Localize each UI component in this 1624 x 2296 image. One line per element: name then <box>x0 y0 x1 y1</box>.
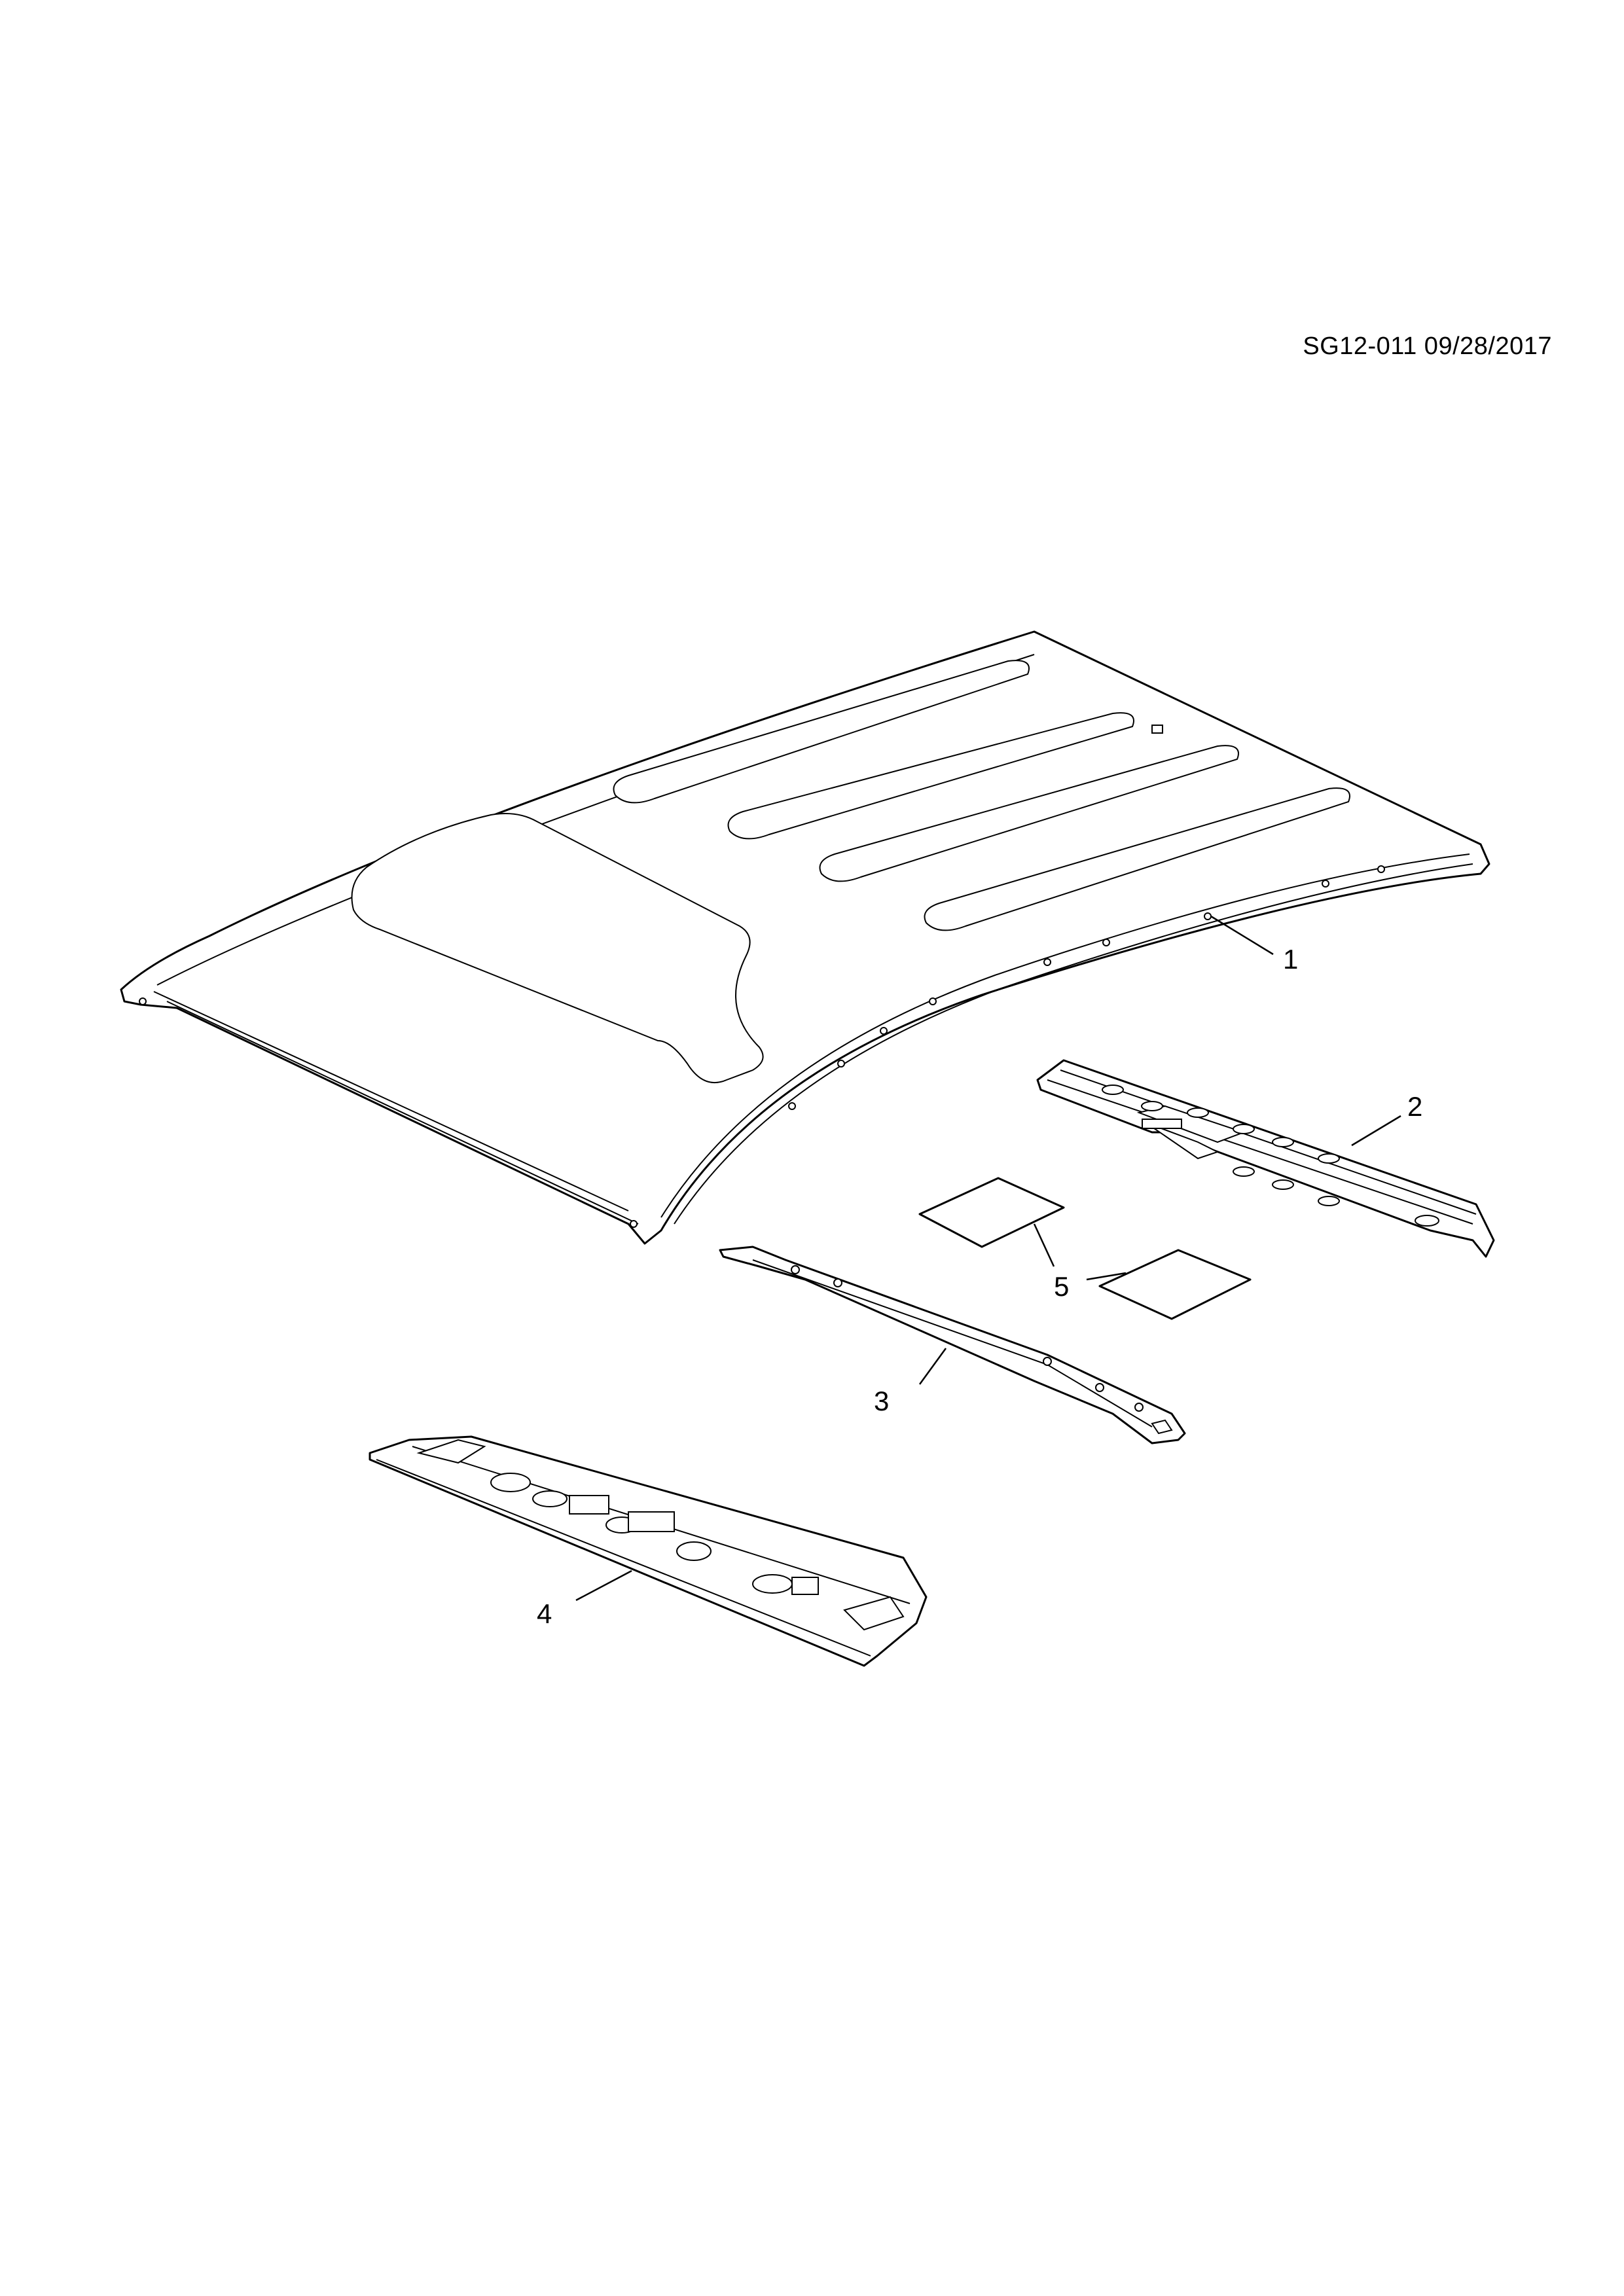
side-rail-holes <box>139 865 1385 1228</box>
leader-3 <box>918 1348 947 1385</box>
callout-4: 4 <box>537 1598 552 1629</box>
leader-5b <box>1086 1272 1127 1281</box>
callout-1: 1 <box>1283 944 1298 975</box>
leader-5a <box>1033 1223 1055 1267</box>
callout-5: 5 <box>1054 1271 1069 1302</box>
roof-rib-1 <box>613 660 1030 804</box>
callout-2: 2 <box>1407 1091 1422 1122</box>
roof-rib-2 <box>727 712 1134 840</box>
roof-rib-4 <box>924 787 1350 931</box>
pad-upper <box>918 1177 1065 1248</box>
roof-mounting-tab <box>1151 725 1163 734</box>
leader-lines <box>575 915 1401 1602</box>
callout-3: 3 <box>874 1386 889 1416</box>
roof-panel[interactable] <box>120 630 1490 1245</box>
leader-2 <box>1351 1115 1401 1147</box>
sunroof-opening <box>351 813 764 1083</box>
leader-1 <box>1210 915 1274 956</box>
pad-lower <box>1098 1249 1252 1320</box>
center-roof-bow[interactable] <box>719 1246 1186 1444</box>
roof-rib-3 <box>819 745 1239 882</box>
diagram-reference-code: SG12-011 09/28/2017 <box>1303 332 1552 360</box>
leader-4 <box>575 1570 632 1602</box>
rear-roof-bow[interactable] <box>1036 1059 1495 1258</box>
front-header-panel[interactable] <box>369 1435 928 1667</box>
sound-deadener-pads[interactable] <box>918 1177 1252 1320</box>
